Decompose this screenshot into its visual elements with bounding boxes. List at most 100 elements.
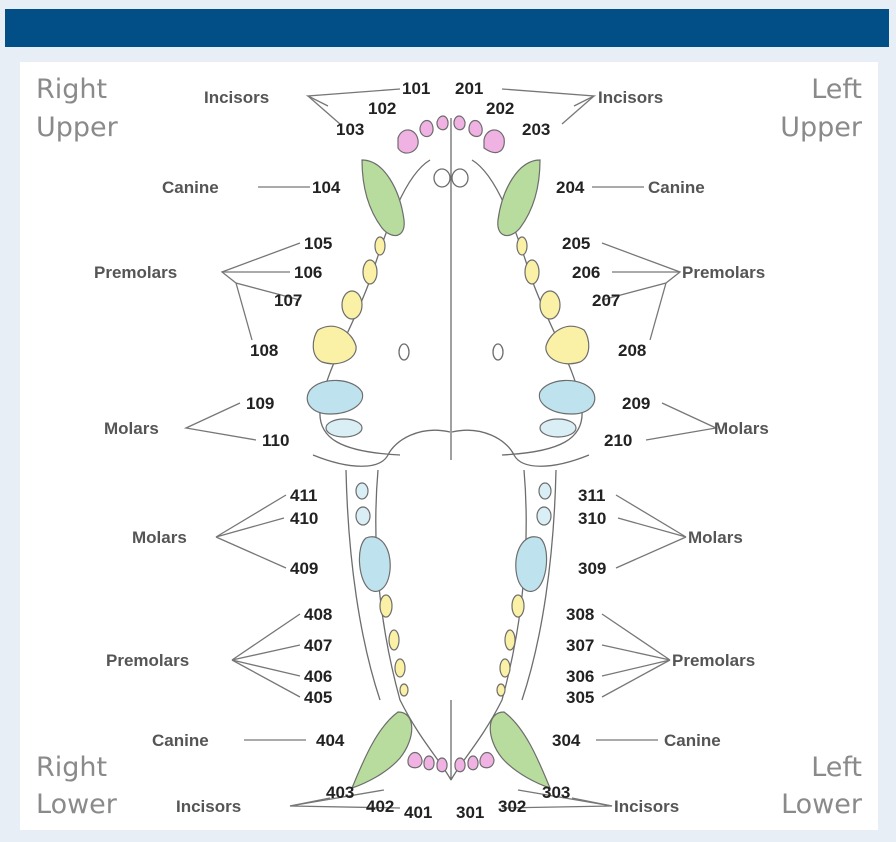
tooth-110[interactable] [326, 419, 362, 437]
tooth-409[interactable] [359, 537, 390, 592]
tooth-104[interactable] [362, 160, 404, 236]
tooth-403[interactable] [408, 753, 422, 768]
label-incisors-lower-left: Incisors [614, 797, 679, 816]
number-302: 302 [498, 797, 526, 816]
number-205: 205 [562, 234, 590, 253]
header-bar [5, 9, 889, 47]
tooth-101[interactable] [437, 116, 448, 130]
tooth-301[interactable] [455, 758, 465, 772]
number-202: 202 [486, 99, 514, 118]
label-canine-upper-left: Canine [648, 178, 705, 197]
left-upper-word1: Left [811, 74, 862, 105]
lower-left-premolars [497, 595, 524, 696]
label-molars-upper-right: Molars [104, 419, 159, 438]
left-upper-word2: Upper [780, 112, 863, 143]
tooth-208[interactable] [546, 326, 589, 363]
tooth-207[interactable] [540, 291, 560, 319]
tooth-410[interactable] [356, 507, 370, 525]
tooth-308[interactable] [512, 595, 524, 617]
tooth-302[interactable] [468, 756, 478, 770]
palatine-foramen-right [399, 344, 409, 360]
number-309: 309 [578, 559, 606, 578]
lower-right-molars [356, 483, 390, 591]
number-109: 109 [246, 394, 274, 413]
left-lower-word1: Left [811, 752, 862, 783]
lower-jaw-outline [346, 470, 556, 780]
number-209: 209 [622, 394, 650, 413]
number-110: 110 [262, 431, 289, 450]
number-404: 404 [316, 731, 345, 750]
tooth-102[interactable] [420, 121, 433, 137]
right-upper-word1: Right [36, 74, 107, 105]
tooth-105[interactable] [375, 237, 385, 255]
number-408: 408 [304, 605, 332, 624]
label-canine-lower-right: Canine [152, 731, 209, 750]
tooth-107[interactable] [342, 291, 362, 319]
label-molars-upper-left: Molars [714, 419, 769, 438]
number-107: 107 [274, 291, 302, 310]
palatine-foramen-left [493, 344, 503, 360]
label-premolars-lower-left: Premolars [672, 651, 755, 670]
tooth-404[interactable] [352, 712, 412, 788]
tooth-201[interactable] [454, 116, 465, 130]
tooth-108[interactable] [313, 326, 356, 363]
tooth-103[interactable] [398, 130, 418, 153]
number-304: 304 [552, 731, 581, 750]
number-409: 409 [290, 559, 318, 578]
label-premolars-upper-left: Premolars [682, 263, 765, 282]
label-incisors-lower-right: Incisors [176, 797, 241, 816]
tooth-402[interactable] [424, 756, 434, 770]
tooth-209[interactable] [539, 380, 594, 414]
number-410: 410 [290, 509, 318, 528]
label-canine-lower-left: Canine [664, 731, 721, 750]
number-104: 104 [312, 178, 341, 197]
lower-left-molars [516, 483, 551, 591]
tooth-307[interactable] [505, 630, 515, 650]
number-201: 201 [455, 79, 483, 98]
number-106: 106 [294, 263, 322, 282]
tooth-303[interactable] [480, 753, 494, 768]
label-molars-lower-right: Molars [132, 528, 187, 547]
number-305: 305 [566, 688, 594, 707]
tooth-203[interactable] [484, 130, 504, 153]
tooth-311[interactable] [539, 483, 551, 499]
tooth-401[interactable] [437, 758, 447, 772]
number-102: 102 [368, 99, 396, 118]
number-301: 301 [456, 803, 484, 822]
left-lower-word2: Lower [781, 789, 863, 820]
tooth-408[interactable] [380, 595, 392, 617]
number-307: 307 [566, 636, 594, 655]
label-incisors-upper-right: Incisors [204, 88, 269, 107]
label-canine-upper-right: Canine [162, 178, 219, 197]
number-204: 204 [556, 178, 585, 197]
number-406: 406 [304, 667, 332, 686]
tooth-304[interactable] [490, 712, 550, 788]
number-108: 108 [250, 341, 278, 360]
lower-right-premolars [380, 595, 408, 696]
tooth-305[interactable] [497, 684, 505, 696]
tooth-411[interactable] [356, 483, 368, 499]
tooth-405[interactable] [400, 684, 408, 696]
number-308: 308 [566, 605, 594, 624]
number-103: 103 [336, 120, 364, 139]
tooth-210[interactable] [540, 419, 576, 437]
tooth-204[interactable] [498, 160, 540, 236]
number-411: 411 [290, 486, 317, 505]
tooth-109[interactable] [307, 380, 362, 414]
tooth-309[interactable] [516, 537, 547, 592]
tooth-202[interactable] [469, 121, 482, 137]
upper-right-premolars [313, 237, 385, 364]
tooth-406[interactable] [395, 659, 405, 677]
tooth-205[interactable] [517, 237, 527, 255]
number-105: 105 [304, 234, 332, 253]
label-premolars-upper-right: Premolars [94, 263, 177, 282]
right-upper-word2: Upper [36, 112, 119, 143]
number-405: 405 [304, 688, 332, 707]
tooth-310[interactable] [537, 507, 551, 525]
number-407: 407 [304, 636, 332, 655]
tooth-407[interactable] [389, 630, 399, 650]
tooth-106[interactable] [363, 260, 377, 284]
upper-left-premolars [517, 237, 589, 364]
tooth-206[interactable] [525, 260, 539, 284]
tooth-306[interactable] [500, 659, 510, 677]
